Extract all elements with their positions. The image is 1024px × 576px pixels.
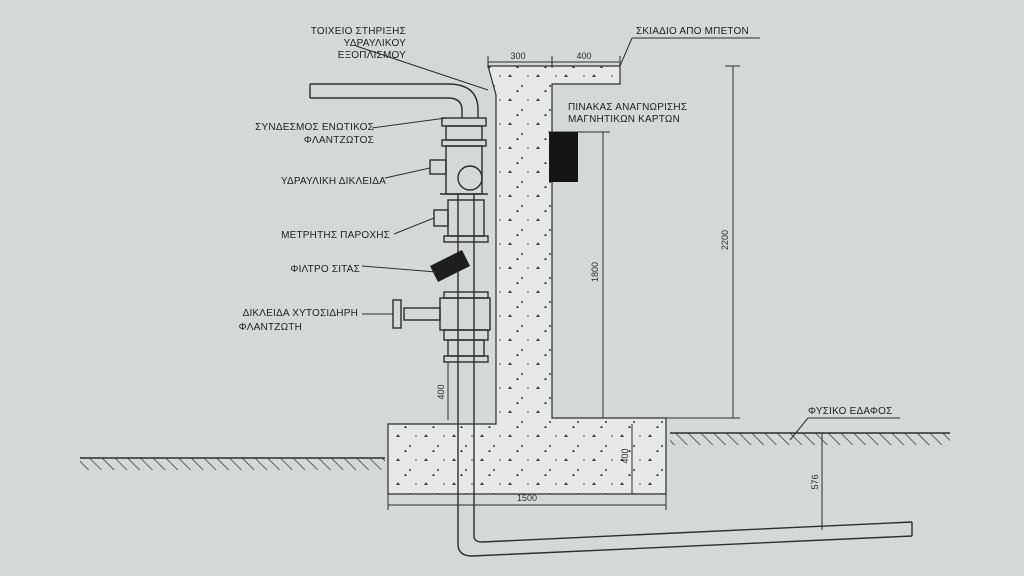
card-reader-panel (549, 132, 578, 182)
top-dimension (487, 56, 621, 68)
canopy-leader (619, 37, 633, 67)
label-card-panel-1: ΠΙΝΑΚΑΣ ΑΝΑΓΝΩΡΙΣΗΣ (568, 102, 687, 113)
label-natural-ground: ΦΥΣΙΚΟ ΕΔΑΦΟΣ (808, 406, 892, 417)
label-cast-iron-valve-2: ΦΛΑΝΤΖΩΤΗ (239, 322, 302, 333)
dim-pipe-offset: 400 (436, 384, 446, 399)
label-cast-iron-valve-1: ΔΙΚΛΕΙΔΑ ΧΥΤΟΣΙΔΗΡΗ (243, 308, 358, 319)
label-concrete-canopy: ΣΚΙΑΔΙΟ ΑΠΟ ΜΠΕΤΟΝ (636, 26, 749, 37)
dim-footing-depth: 400 (620, 448, 630, 463)
lower-flange (443, 329, 489, 363)
concrete-wall (387, 65, 667, 495)
strainer-leader (361, 265, 437, 273)
label-flow-meter: ΜΕΤΡΗΤΗΣ ΠΑΡΟΧΗΣ (281, 230, 390, 241)
dim-wall-thickness: 300 (510, 51, 525, 61)
dim-footing-width: 1500 (517, 493, 537, 503)
dim-canopy-height: 2200 (720, 230, 730, 250)
dim-panel-height: 1800 (590, 262, 600, 282)
underground-pipe (457, 420, 913, 557)
ground-leader (789, 417, 809, 441)
ground-line (80, 432, 950, 470)
label-hydraulic-valve: ΥΔΡΑΥΛΙΚΗ ΔΙΚΛΕΙΔΑ (281, 176, 386, 187)
label-support-wall-2: ΥΔΡΑΥΛΙΚΟΥ (344, 38, 406, 49)
support-wall-leader (355, 45, 489, 91)
strainer (430, 235, 489, 299)
vertical-pipe (457, 194, 475, 420)
hydraulic-valve (429, 145, 488, 195)
label-support-wall-1: ΤΟΙΧΕΙΟ ΣΤΗΡΙΞΗΣ (311, 26, 406, 37)
flange-coupling-leader (371, 117, 447, 129)
flow-meter-leader (393, 217, 435, 235)
flow-meter (433, 199, 485, 237)
cast-iron-valve (392, 297, 491, 331)
label-support-wall-3: ΕΞΟΠΛΙΣΜΟΥ (338, 50, 406, 61)
hydraulic-valve-leader (384, 167, 431, 179)
top-pipe (309, 83, 479, 118)
label-flange-coupling-2: ΦΛΑΝΤΖΩΤΟΣ (304, 135, 374, 146)
dim-canopy-overhang: 400 (576, 51, 591, 61)
label-flange-coupling-1: ΣΥΝΔΕΣΜΟΣ ΕΝΩΤΙΚΟΣ (255, 122, 374, 133)
dim-pipe-depth: 576 (810, 474, 820, 489)
label-card-panel-2: ΜΑΓΝΗΤΙΚΩΝ ΚΑΡΤΩΝ (568, 114, 680, 125)
label-strainer: ΦΙΛΤΡΟ ΣΙΤΑΣ (290, 264, 360, 275)
flange-coupling (441, 117, 487, 147)
footing-width-dimension (387, 494, 667, 510)
